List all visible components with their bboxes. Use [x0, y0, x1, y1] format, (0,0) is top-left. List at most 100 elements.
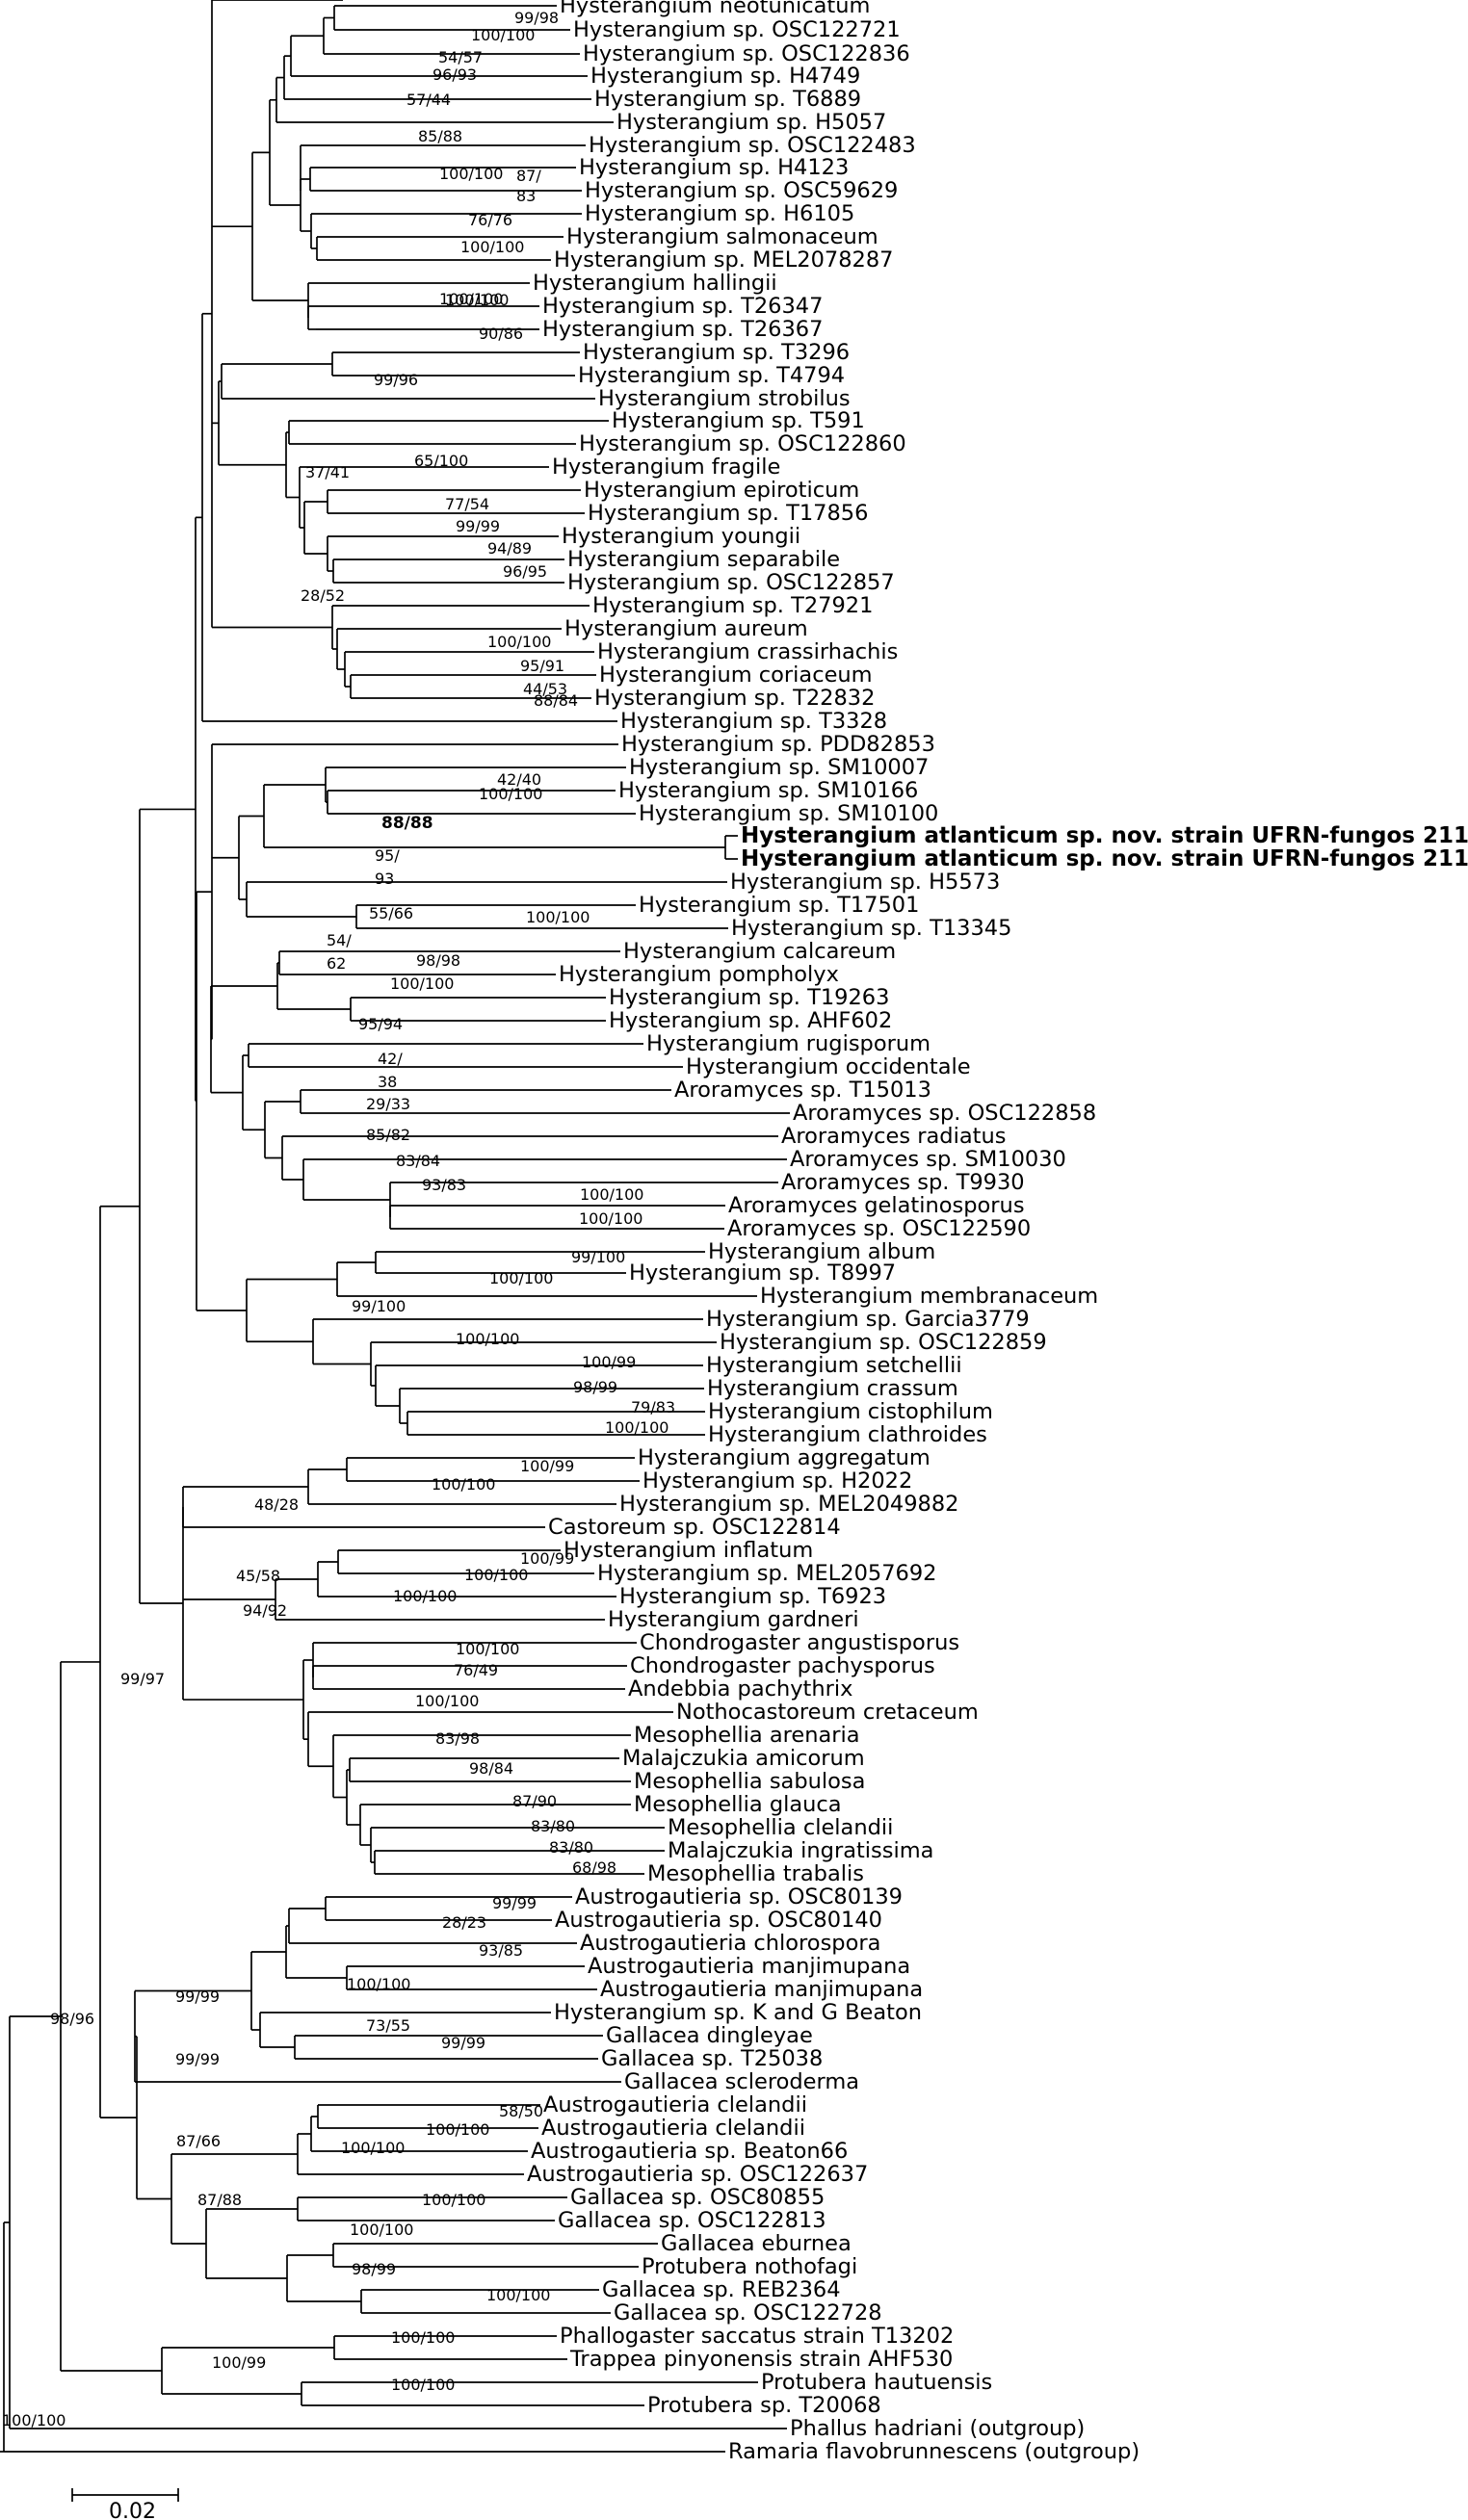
support-value: 99/97 [120, 1670, 165, 1688]
support-value: 38 [378, 1073, 397, 1091]
support-value: 87/66 [176, 2132, 221, 2150]
support-value: 45/58 [236, 1567, 280, 1585]
taxon-label: Hysterangium coriaceum [599, 662, 873, 688]
taxon-label: Hysterangium calcareum [623, 939, 896, 964]
support-value: 76/49 [454, 1661, 498, 1679]
taxon-label: Hysterangium sp. OSC122860 [579, 431, 906, 456]
support-value: 79/83 [631, 1398, 675, 1416]
support-value: 44/53 [523, 680, 567, 698]
taxon-label: Hysterangium clathroides [708, 1422, 987, 1447]
taxon-label: Aroramyces gelatinosporus [728, 1193, 1025, 1218]
support-value: 100/100 [439, 290, 503, 308]
support-value: 100/100 [580, 1185, 643, 1204]
support-value: 100/100 [460, 238, 524, 256]
taxon-label: Mesophellia trabalis [647, 1861, 864, 1886]
taxon-label: Austrogautieria manjimupana [588, 1954, 910, 1979]
taxon-label: Hysterangium sp. MEL2049882 [619, 1492, 958, 1517]
taxon-label: Hysterangium crassirhachis [597, 639, 898, 664]
support-value: 100/100 [350, 2221, 413, 2239]
taxon-label: Austrogautieria clelandii [543, 2092, 807, 2117]
taxon-label: Gallacea sp. OSC122728 [614, 2300, 882, 2325]
support-value: 98/84 [469, 1759, 513, 1778]
support-value: 100/100 [341, 2139, 405, 2157]
support-value: 98/98 [416, 951, 460, 970]
taxon-label: Ramaria flavobrunnescens (outgroup) [728, 2439, 1140, 2464]
support-value: 28/52 [301, 586, 345, 605]
support-value: 93/85 [479, 1941, 523, 1960]
taxon-label: Mesophellia glauca [634, 1792, 842, 1817]
support-value: 100/100 [391, 2376, 455, 2394]
taxon-label: Mesophellia sabulosa [634, 1769, 865, 1794]
taxon-label: Phallogaster saccatus strain T13202 [560, 2324, 954, 2349]
support-value: 87/88 [197, 2191, 242, 2209]
support-value: 99/99 [456, 517, 500, 535]
taxon-label: Hysterangium atlanticum sp. nov. strain … [741, 823, 1468, 848]
taxon-label: Hysterangium gardneri [608, 1607, 859, 1632]
support-value: 73/55 [366, 2016, 410, 2035]
support-value: 100/100 [486, 2286, 550, 2304]
support-value: 99/100 [571, 1248, 625, 1266]
support-value: 100/100 [464, 1566, 528, 1584]
support-value: 88/84 [534, 691, 578, 710]
support-value: 100/100 [422, 2191, 485, 2209]
taxon-label: Chondrogaster angustisporus [640, 1630, 959, 1655]
taxon-label: Hysterangium membranaceum [760, 1284, 1098, 1309]
support-value: 99/96 [374, 371, 418, 389]
taxon-label: Hysterangium sp. PDD82853 [621, 732, 935, 757]
support-value: 65/100 [414, 452, 468, 470]
taxon-label: Castoreum sp. OSC122814 [548, 1515, 841, 1540]
support-value: 96/93 [433, 65, 477, 84]
taxon-label: Hysterangium crassum [707, 1376, 958, 1401]
taxon-label: Hysterangium aureum [564, 616, 808, 641]
taxon-label: Hysterangium sp. H4749 [590, 64, 860, 89]
support-value: 85/88 [418, 127, 462, 145]
taxon-label: Hysterangium sp. T17856 [588, 501, 868, 526]
taxon-label: Phallus hadriani (outgroup) [790, 2416, 1085, 2441]
taxon-label: Gallacea sp. OSC122813 [558, 2208, 826, 2233]
support-value: 100/100 [390, 974, 454, 993]
taxon-label: Gallacea dingleyae [606, 2023, 813, 2048]
support-value: 83/80 [549, 1838, 593, 1857]
support-value: 95/91 [520, 657, 564, 675]
taxon-label: Hysterangium sp. T27921 [592, 593, 873, 618]
taxon-label: Hysterangium sp. OSC122721 [573, 17, 901, 42]
taxon-label: Hysterangium sp. AHF602 [609, 1008, 892, 1033]
taxon-label: Hysterangium setchellii [706, 1353, 962, 1378]
taxon-label: Nothocastoreum cretaceum [676, 1700, 979, 1725]
support-value: 37/41 [305, 463, 350, 481]
taxon-label: Hysterangium sp. T17501 [639, 893, 919, 918]
support-value: 90/86 [479, 325, 523, 343]
taxon-label: Hysterangium youngii [562, 524, 800, 549]
taxon-label: Hysterangium album [708, 1239, 935, 1264]
taxon-label: Protubera sp. T20068 [647, 2393, 881, 2418]
taxon-label: Hysterangium hallingii [533, 271, 777, 296]
support-value: 42/40 [497, 770, 541, 789]
support-value: 100/100 [393, 1587, 457, 1605]
taxon-label: Hysterangium sp. Garcia3779 [706, 1307, 1030, 1332]
taxon-label: Hysterangium occidentale [686, 1054, 971, 1079]
support-value: 98/99 [573, 1378, 617, 1396]
support-value: 100/99 [520, 1457, 574, 1475]
taxon-label: Hysterangium sp. T4794 [578, 363, 845, 388]
taxon-label: Gallacea sp. T25038 [601, 2046, 823, 2071]
support-value: 99/99 [441, 2034, 485, 2052]
taxon-label: Hysterangium sp. H5057 [616, 110, 886, 135]
taxon-label: Hysterangium sp. T22832 [594, 686, 875, 711]
support-value: 58/50 [499, 2102, 543, 2120]
taxon-label: Hysterangium sp. OSC122857 [567, 570, 895, 595]
taxon-label: Mesophellia clelandii [668, 1815, 893, 1840]
support-value: 100/99 [212, 2353, 266, 2372]
support-value: 29/33 [366, 1095, 410, 1113]
support-value: 95/ [375, 846, 400, 865]
taxon-label: Hysterangium cistophilum [708, 1399, 993, 1424]
support-value: 94/89 [487, 539, 532, 558]
taxon-label: Gallacea eburnea [661, 2231, 852, 2256]
support-value: 100/100 [456, 1640, 519, 1658]
taxon-label: Hysterangium neotunicatum [560, 0, 870, 18]
taxon-label: Protubera nothofagi [642, 2254, 857, 2279]
support-value: 87/90 [512, 1792, 557, 1810]
taxon-label: Hysterangium sp. H5573 [730, 870, 1000, 895]
taxon-label: Gallacea scleroderma [624, 2069, 859, 2094]
support-value: 99/99 [175, 2050, 220, 2068]
